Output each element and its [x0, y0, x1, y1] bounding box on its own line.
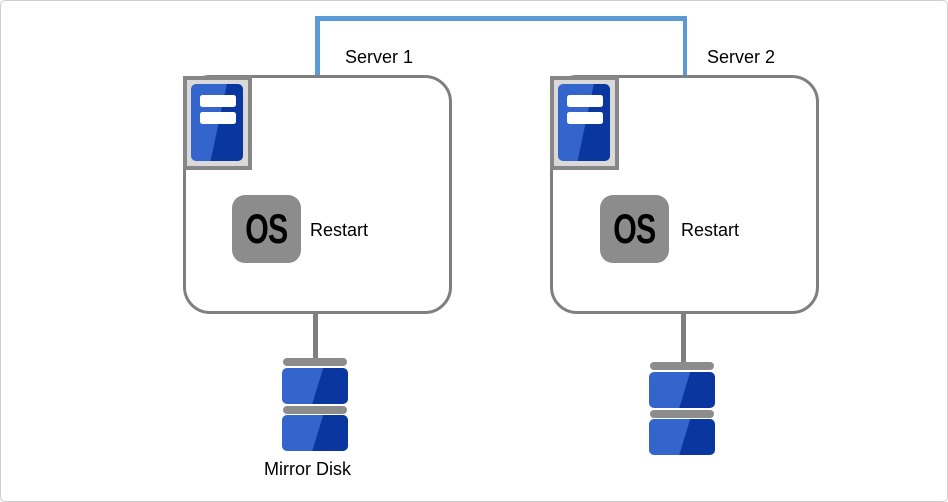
heartbeat-link-line — [315, 16, 687, 21]
server-icon-slot — [567, 112, 603, 124]
restart-label: Restart — [681, 220, 740, 240]
server-icon — [550, 76, 619, 170]
server1-label: Server 1 — [345, 47, 414, 67]
server-icon-slot — [567, 95, 603, 107]
disk-cap — [283, 358, 347, 366]
restart-label: Restart — [310, 220, 369, 240]
server-icon-slot — [200, 95, 236, 107]
disk-cap — [650, 410, 714, 418]
server-icon-slot — [200, 112, 236, 124]
heartbeat-link-right-drop — [682, 16, 687, 76]
os-icon-label: OS — [613, 205, 656, 252]
mirror-disk-icon-left — [282, 358, 348, 452]
disk-connector-right — [680, 312, 686, 366]
server2-label: Server 2 — [707, 47, 776, 67]
server-icon — [183, 76, 252, 170]
server-icon-body — [191, 84, 243, 161]
mirror-disk-icon-right — [649, 362, 715, 456]
disk-cap — [283, 406, 347, 414]
disk-platter — [282, 368, 348, 404]
disk-platter — [282, 415, 348, 451]
disk-platter — [649, 372, 715, 408]
disk-platter — [649, 419, 715, 455]
heartbeat-link-left-drop — [315, 16, 320, 76]
os-icon: OS — [600, 195, 669, 263]
disk-connector-left — [313, 312, 318, 362]
server-icon-body — [558, 84, 610, 161]
mirror-disk-label: Mirror Disk — [264, 459, 351, 479]
os-icon: OS — [232, 195, 301, 263]
os-icon-label: OS — [245, 205, 288, 252]
disk-cap — [650, 362, 714, 370]
